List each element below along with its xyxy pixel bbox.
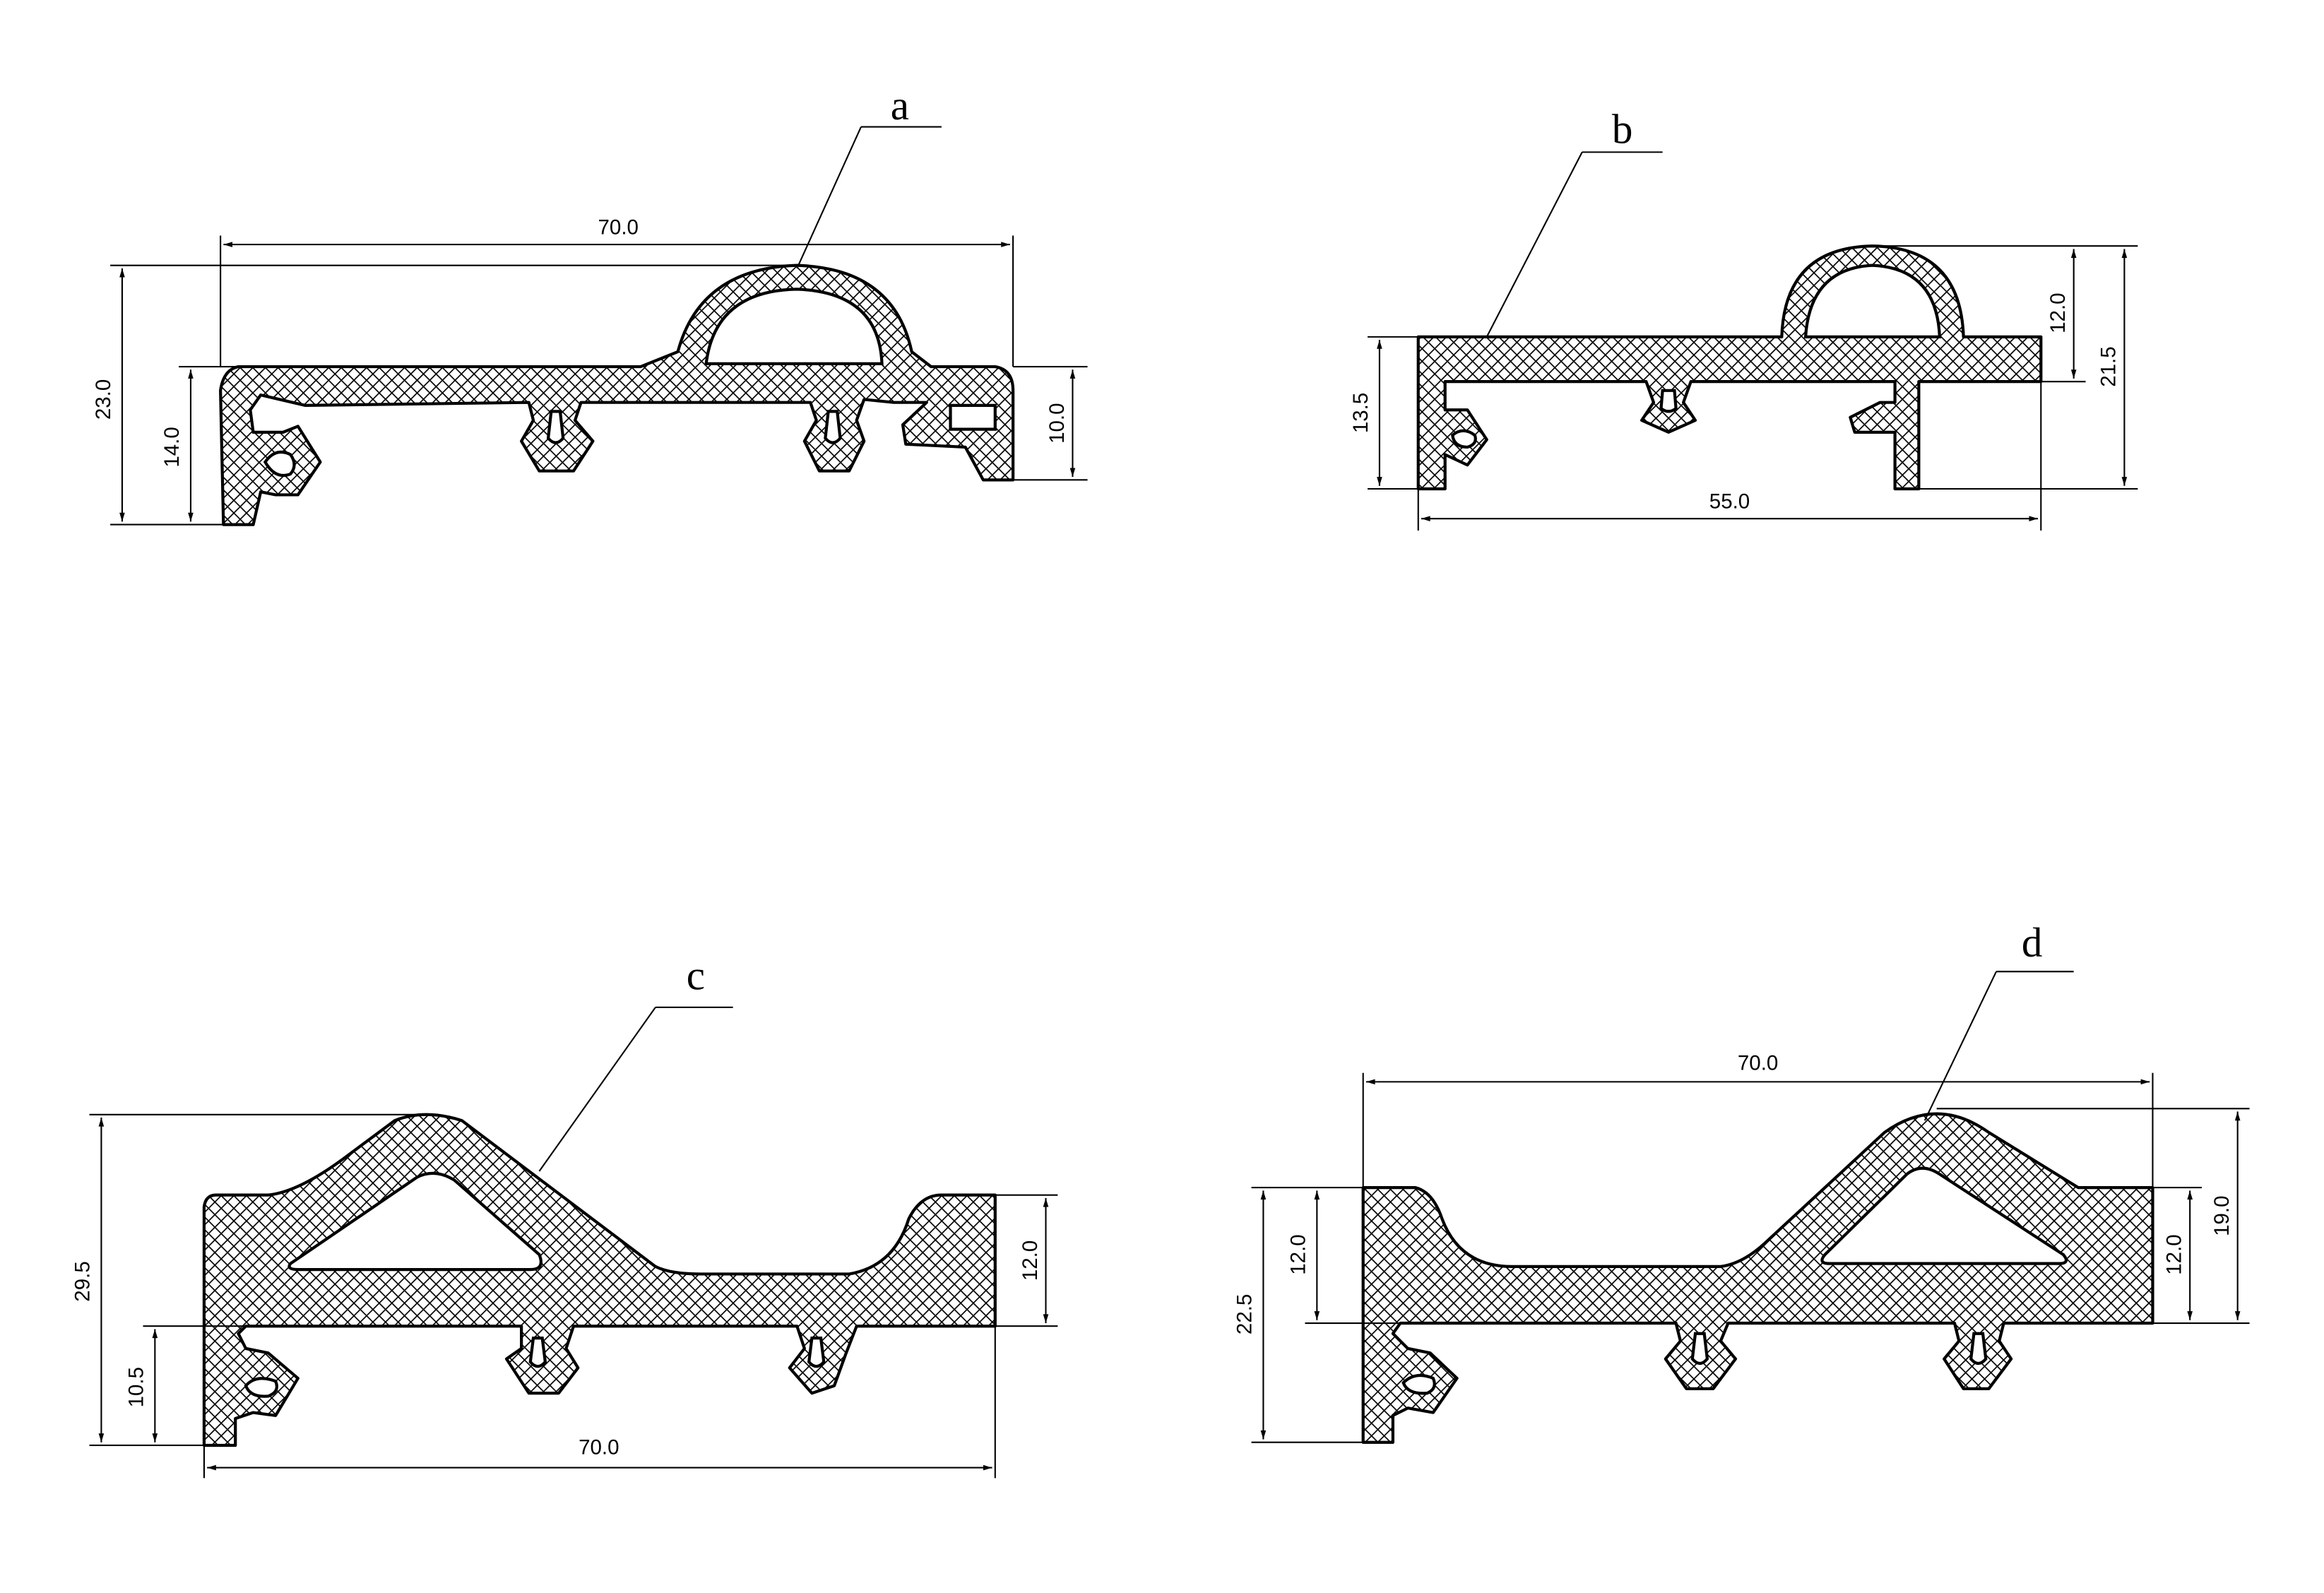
profile-d-clip-slot-2 (1969, 1332, 1988, 1366)
profile-c-width-dim: 70.0 (579, 1436, 619, 1459)
profile-a-clip-slot-2 (824, 410, 842, 444)
profile-b: 13.5 55.0 12.0 21.5 b (1349, 106, 2138, 531)
profile-d: 70.0 22.5 12.0 12.0 19.0 d (1233, 919, 2250, 1444)
profile-c-clip-slot-1 (528, 1337, 547, 1368)
profile-b-body (1416, 244, 2043, 491)
profile-b-label: b (1612, 106, 1633, 153)
profile-d-body (1361, 1112, 2154, 1444)
profile-a-total-height-dim: 23.0 (92, 379, 115, 420)
profile-a-clip-slot-1 (546, 410, 565, 444)
profile-a-bulb-hole (704, 288, 884, 365)
profile-d-width-dim: 70.0 (1738, 1051, 1778, 1074)
profile-d-triangle-hole (1820, 1166, 2068, 1265)
profile-b-total-height-dim: 21.5 (2097, 346, 2121, 386)
profile-d-label: d (2022, 919, 2043, 966)
profile-d-peak-height-dim: 19.0 (2210, 1195, 2234, 1236)
profile-c-total-height-dim: 29.5 (71, 1261, 95, 1301)
profile-a: 70.0 23.0 14.0 10.0 a (92, 82, 1088, 526)
profile-b-width-dim: 55.0 (1709, 490, 1750, 513)
profile-b-left-height-dim: 13.5 (1349, 393, 1373, 433)
profile-a-left-height-dim: 14.0 (160, 427, 184, 467)
profile-a-body (219, 263, 1015, 526)
profile-c-clip-slot-2 (807, 1337, 826, 1368)
profile-a-label: a (891, 82, 909, 129)
profile-c-triangle-hole (287, 1171, 543, 1272)
profile-a-hole-left (263, 450, 296, 478)
profile-d-total-height-dim: 22.5 (1233, 1294, 1257, 1334)
profile-b-bulb-height-dim: 12.0 (2046, 292, 2070, 333)
profile-c: 29.5 10.5 12.0 70.0 c (71, 952, 1058, 1479)
profile-b-clip-hole (1659, 389, 1678, 413)
profile-c-label: c (687, 952, 705, 999)
profile-a-right-height-dim: 10.0 (1045, 403, 1069, 443)
profile-b-hole-left (1451, 429, 1477, 449)
profile-d-left-height-dim: 12.0 (1286, 1234, 1310, 1274)
profile-d-clip-slot-1 (1690, 1332, 1709, 1366)
profile-d-right-height-dim: 12.0 (2163, 1234, 2186, 1274)
profile-c-body (202, 1113, 997, 1447)
profile-c-hole-left (244, 1377, 278, 1398)
profile-a-hole-right (949, 403, 997, 431)
profile-d-hole-left (1401, 1373, 1436, 1395)
profile-c-right-height-dim: 12.0 (1019, 1240, 1042, 1281)
profile-b-bulb-hole (1803, 263, 1942, 338)
profile-a-width-dim: 70.0 (598, 215, 638, 239)
profile-c-left-height-dim: 10.5 (124, 1367, 148, 1407)
